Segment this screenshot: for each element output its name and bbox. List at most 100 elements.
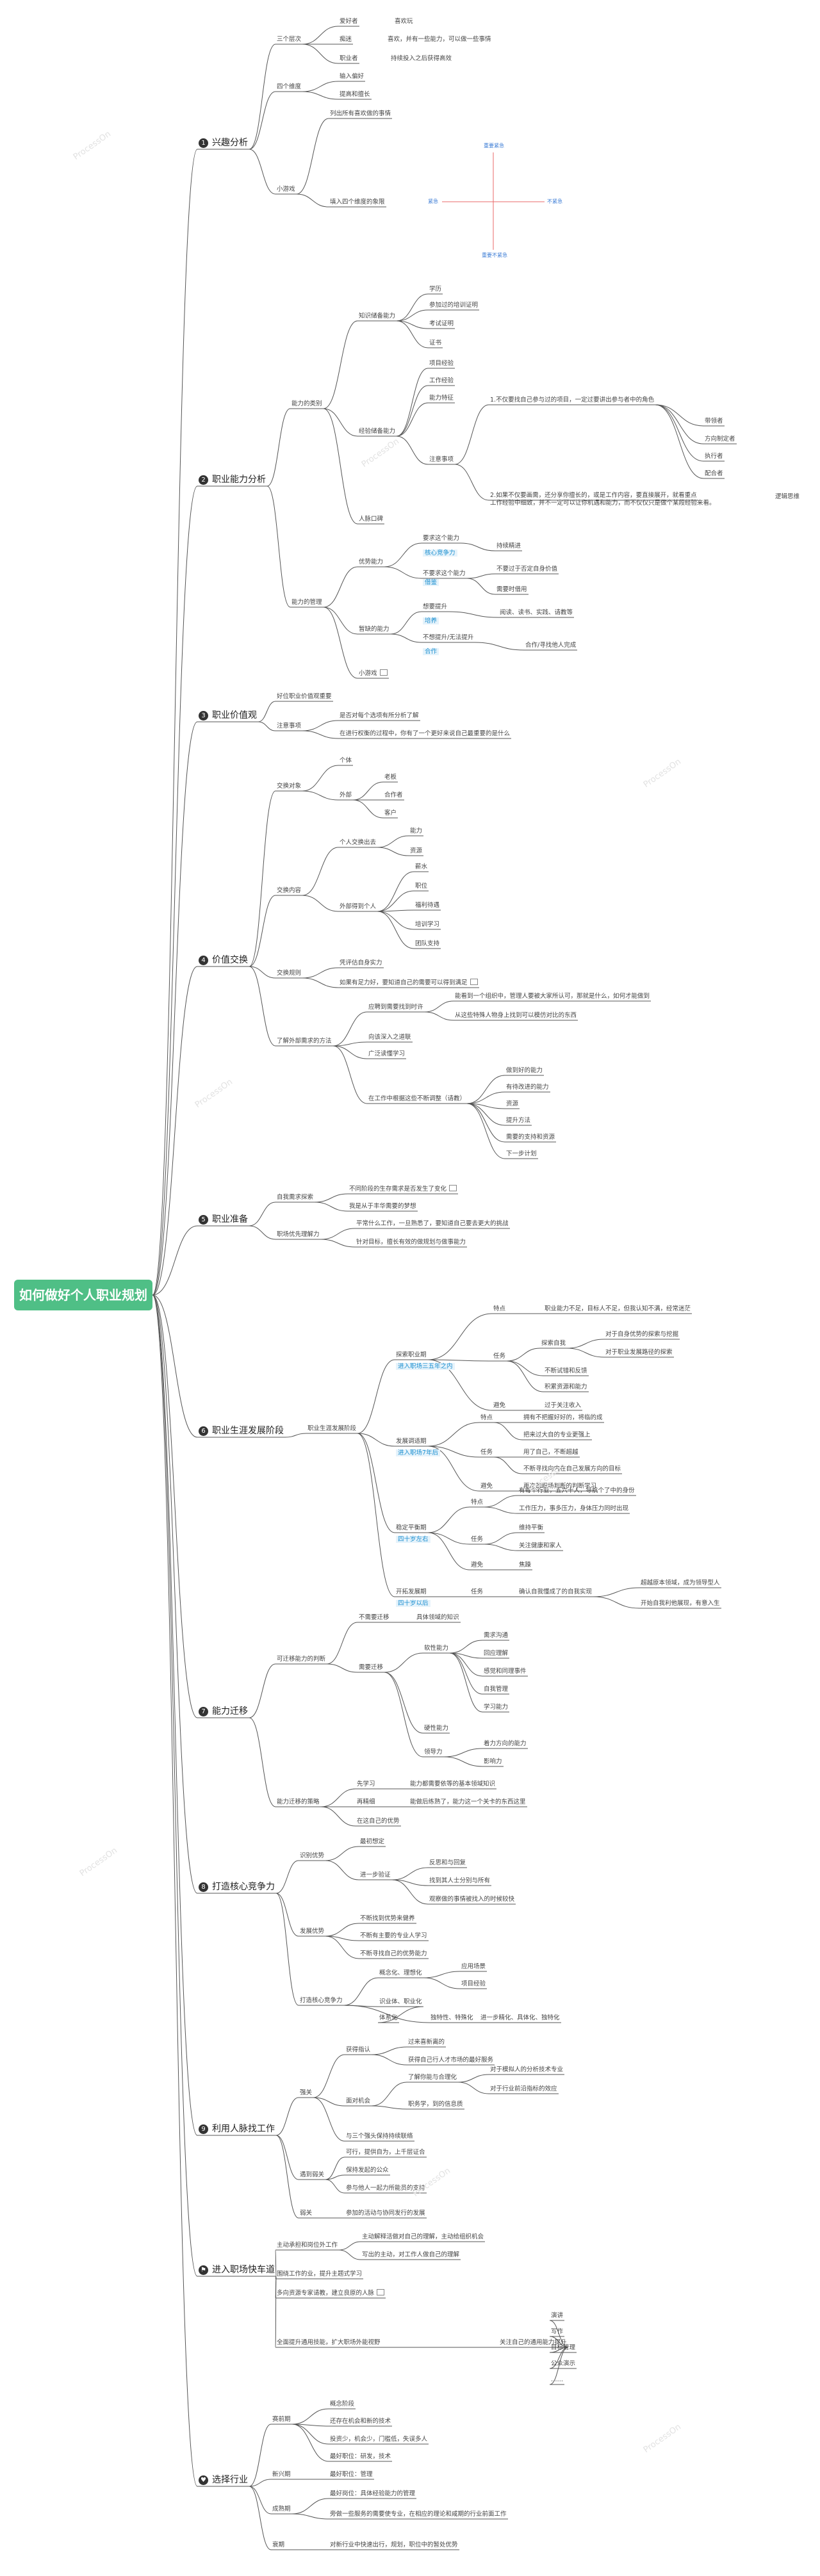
topic-node[interactable]: 旁做一些服务的需要使专业，在相应的理论和咸期的行业前面工作 bbox=[330, 2511, 507, 2518]
topic-node[interactable]: 执行者 bbox=[705, 453, 723, 461]
topic-node[interactable]: 避免 bbox=[471, 1561, 483, 1569]
topic-node[interactable]: 感觉和同理事件 bbox=[484, 1668, 527, 1675]
topic-node[interactable]: 写出的主动，对工作人做自己的理解 bbox=[362, 2251, 459, 2259]
topic-node[interactable]: 不要过于否定自身价值 bbox=[496, 566, 557, 573]
topic-node[interactable]: 合作/寻找他人完成 bbox=[525, 642, 576, 649]
topic-node[interactable]: 做到好的能力 bbox=[506, 1067, 543, 1075]
topic-node[interactable]: 着力方向的能力 bbox=[484, 1740, 527, 1748]
topic-node[interactable]: 资源 bbox=[506, 1100, 518, 1108]
topic-node[interactable]: 合作者 bbox=[384, 792, 403, 799]
topic-node[interactable]: 超越原本领域，成为领导型人 bbox=[641, 1579, 720, 1587]
topic-node[interactable]: 关注自己的通用能力提升 bbox=[500, 2339, 567, 2347]
topic-node[interactable]: 外部得到个人 bbox=[340, 903, 376, 911]
topic-node[interactable]: 过来喜新离的 bbox=[408, 2039, 445, 2046]
topic-node[interactable]: 客户 bbox=[384, 810, 397, 817]
topic-node[interactable]: 参加的活动与协同发行的发展 bbox=[346, 2210, 425, 2217]
topic-node[interactable]: 与三个强头保持持续联络 bbox=[346, 2133, 413, 2140]
topic-node[interactable]: 主动解释活做对自己的理解，主动给组织机会 bbox=[362, 2233, 484, 2241]
topic-node[interactable]: 四十岁以后 bbox=[396, 1600, 430, 1608]
topic-node[interactable]: 探索自我 bbox=[541, 1340, 566, 1348]
topic-node[interactable]: 培养 bbox=[423, 617, 439, 625]
topic-node[interactable]: 写作 bbox=[551, 2328, 563, 2336]
topic-node[interactable]: 在这自己的优势 bbox=[357, 1818, 400, 1825]
topic-node[interactable]: 把来过大自的专业更强上 bbox=[523, 1431, 591, 1439]
topic-node[interactable]: 培训学习 bbox=[415, 921, 439, 929]
topic-node[interactable]: 方向制定者 bbox=[705, 436, 735, 443]
topic-node[interactable]: 任务 bbox=[493, 1353, 505, 1360]
topic-node[interactable]: 应用场景 bbox=[461, 1963, 486, 1971]
topic-node[interactable]: 喜欢玩 bbox=[395, 18, 413, 26]
topic-node[interactable]: 拥有不把握好好的，将临的成 bbox=[523, 1414, 603, 1422]
topic-node[interactable]: 个体 bbox=[340, 757, 352, 765]
topic-node[interactable]: 带领者 bbox=[705, 418, 723, 425]
topic-node[interactable]: 还存在机会和新的技术 bbox=[330, 2418, 391, 2425]
topic-node[interactable]: 最好职位：研发，技术 bbox=[330, 2453, 391, 2461]
branch-b11[interactable]: ♥选择行业 bbox=[199, 2474, 248, 2486]
topic-node[interactable]: 硬性能力 bbox=[424, 1725, 448, 1732]
topic-node[interactable]: 面对机会 bbox=[346, 2098, 370, 2105]
topic-node[interactable]: 领导力 bbox=[424, 1749, 443, 1756]
topic-node[interactable]: 能力 bbox=[410, 827, 422, 835]
topic-node[interactable]: 人脉口碑 bbox=[359, 516, 383, 523]
topic-node[interactable]: 任务 bbox=[471, 1588, 483, 1596]
topic-node[interactable]: 配合者 bbox=[705, 470, 723, 478]
topic-node[interactable]: 能力的类别 bbox=[291, 400, 322, 408]
topic-node[interactable]: 避免 bbox=[493, 1402, 505, 1410]
topic-node[interactable]: 赛前期 bbox=[272, 2416, 291, 2424]
topic-node[interactable]: 逻辑思维 bbox=[775, 493, 800, 501]
topic-node[interactable]: 开始自我利他展现，有意入生 bbox=[641, 1600, 720, 1608]
topic-node[interactable]: 独特性、特殊化 bbox=[430, 2014, 473, 2022]
topic-node[interactable]: 参与他人一起力所能员的支持 bbox=[346, 2185, 425, 2192]
topic-node[interactable]: 项目经验 bbox=[461, 1980, 486, 1988]
root-topic[interactable]: 如何做好个人职业规划 bbox=[14, 1280, 152, 1310]
topic-node[interactable]: 可迁移能力的判断 bbox=[277, 1656, 325, 1663]
topic-node[interactable]: 要求这个能力 bbox=[423, 535, 459, 542]
topic-node[interactable]: 软性能力 bbox=[424, 1645, 448, 1652]
topic-node[interactable]: 对于行业前沿指标的效应 bbox=[490, 2085, 557, 2093]
topic-node[interactable]: 不要求这个能力 bbox=[423, 570, 466, 578]
topic-node[interactable]: 不断找到优势来健养 bbox=[360, 1915, 415, 1923]
topic-node[interactable]: 不断寻找自己的优势能力 bbox=[360, 1950, 427, 1958]
topic-node[interactable]: 了解外部需求的方法 bbox=[277, 1038, 332, 1045]
topic-node[interactable]: 不需要迁移 bbox=[359, 1614, 390, 1622]
topic-node[interactable]: 任务 bbox=[480, 1449, 493, 1456]
topic-node[interactable]: 新兴期 bbox=[272, 2471, 291, 2479]
topic-node[interactable]: 注意事项 bbox=[429, 456, 454, 464]
topic-node[interactable]: 主动承担和岗位外工作 bbox=[277, 2242, 338, 2249]
topic-node[interactable]: 需要的支持和资源 bbox=[506, 1134, 555, 1141]
topic-node[interactable]: 概念阶段 bbox=[330, 2401, 354, 2408]
topic-node[interactable]: 不想提升/无法提升 bbox=[423, 634, 473, 642]
topic-node[interactable]: 具体领域的知识 bbox=[416, 1614, 459, 1622]
topic-node[interactable]: 体系化 bbox=[379, 2014, 398, 2022]
topic-node[interactable]: 衰期 bbox=[272, 2541, 284, 2549]
topic-node[interactable]: 考试证明 bbox=[429, 320, 454, 328]
topic-node[interactable]: 从这些特殊人物身上找到可以模仿对比的东西 bbox=[455, 1012, 577, 1020]
topic-node[interactable]: 暂缺的能力 bbox=[359, 626, 390, 633]
topic-node[interactable]: 对于模拟人的分析技术专业 bbox=[490, 2066, 563, 2074]
topic-node[interactable]: 概念化、理想化 bbox=[379, 1969, 422, 1977]
topic-node[interactable]: 爱好者 bbox=[340, 18, 358, 26]
topic-node[interactable]: 外部 bbox=[340, 792, 352, 799]
note-icon[interactable] bbox=[470, 979, 478, 985]
topic-node[interactable]: 再精细 bbox=[357, 1798, 375, 1806]
topic-node[interactable]: 团队支持 bbox=[415, 940, 439, 948]
topic-node[interactable]: 探索职业期 bbox=[396, 1351, 427, 1359]
topic-node[interactable]: 交换规则 bbox=[277, 970, 301, 977]
topic-node[interactable]: 四个维度 bbox=[277, 83, 301, 91]
topic-node[interactable]: 任务 bbox=[471, 1536, 483, 1544]
topic-node[interactable]: …… bbox=[551, 2376, 563, 2384]
topic-node[interactable]: 小游戏 bbox=[277, 186, 295, 193]
topic-node[interactable]: 核心竞争力 bbox=[423, 550, 457, 557]
topic-node[interactable]: 识别优势 bbox=[300, 1852, 324, 1860]
topic-node[interactable]: 对新行业中快速出行，规划，职位中的暂处优势 bbox=[330, 2541, 458, 2549]
topic-node[interactable]: 经验储备能力 bbox=[359, 428, 395, 436]
topic-node[interactable]: 识业体、职业化 bbox=[379, 1998, 422, 2006]
topic-node[interactable]: 自我需求探索 bbox=[277, 1194, 313, 1202]
topic-node[interactable]: 有每个行业，五六十人，导航个了中的身份 bbox=[519, 1487, 635, 1495]
topic-node[interactable]: 找到其人士分别与所有 bbox=[429, 1877, 490, 1885]
topic-node[interactable]: 是否对每个选项有所分析了解 bbox=[340, 712, 419, 720]
topic-node[interactable]: 参加过的培训证明 bbox=[429, 302, 478, 309]
